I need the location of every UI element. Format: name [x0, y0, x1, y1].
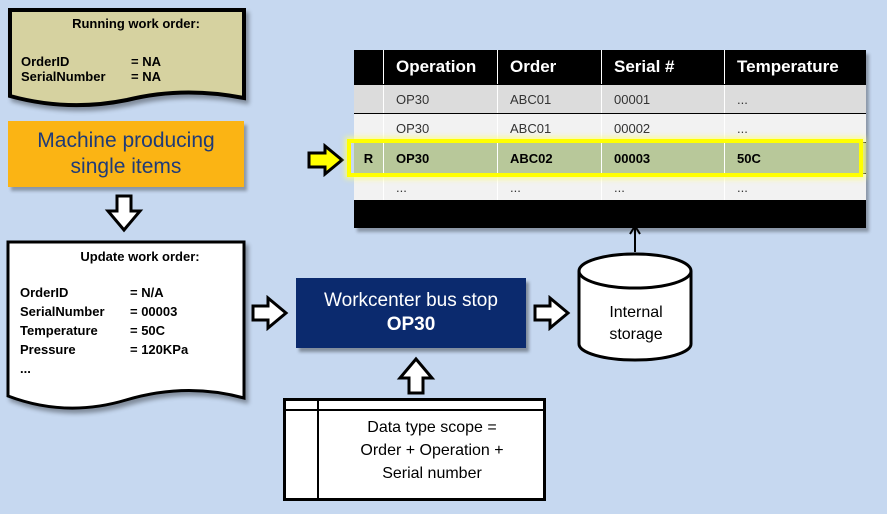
table-cell: 00003 [602, 143, 725, 173]
field-value: = 00003 [130, 304, 178, 319]
table-cell: ... [498, 174, 602, 200]
field-row: Temperature = 50C [20, 321, 188, 340]
bus-stop-line1: Workcenter bus stop [324, 290, 498, 311]
field-row: OrderID = NA [21, 52, 161, 71]
field-value: = 50C [130, 323, 166, 338]
bus-stop-line2: OP30 [386, 314, 436, 335]
storage-line1: Internal [609, 304, 663, 321]
table-row: OP30 ABC01 00002 ... [354, 114, 866, 142]
table-header-cell [354, 50, 384, 84]
right-arrow-icon [251, 295, 289, 331]
table-cell: ABC01 [498, 85, 602, 113]
field-value: = NA [131, 69, 161, 84]
table-row: OP30 ABC01 00001 ... [354, 85, 866, 113]
table-cell: 00001 [602, 85, 725, 113]
scope-line3: Serial number [382, 465, 482, 482]
storage-label: Internal storage [580, 302, 692, 346]
table-header-cell: Order [498, 50, 602, 84]
running-work-order-doc [8, 8, 246, 108]
table-row: ... ... ... ... [354, 174, 866, 200]
table-header-cell: Temperature [737, 57, 839, 76]
highlighted-row-frame [347, 139, 863, 177]
field-value: = N/A [130, 285, 164, 300]
doc-shape [8, 8, 246, 108]
table-cell: ... [602, 174, 725, 200]
internal-storage-cylinder [577, 226, 693, 362]
table-cell: ... [737, 91, 748, 107]
table-cell: OP30 [384, 114, 498, 142]
field-row: OrderID = N/A [20, 283, 188, 302]
doc-shape [6, 240, 246, 410]
machine-line1: Machine producing [37, 129, 215, 152]
field-key: Pressure [20, 342, 76, 357]
table-cell: ABC01 [498, 114, 602, 142]
field-row: ... [20, 359, 188, 378]
field-key: Temperature [20, 323, 98, 338]
workcenter-bus-stop: Workcenter bus stop OP30 [296, 278, 526, 348]
running-order-title: Running work order: [72, 16, 200, 31]
scope-line1: Data type scope = [367, 419, 497, 436]
scope-line2: Order + Operation + [360, 442, 504, 459]
table-cell [354, 174, 384, 200]
data-scope-box [283, 398, 546, 501]
table-cell [354, 85, 384, 113]
right-arrow-icon [533, 295, 571, 331]
field-key: ... [20, 361, 31, 376]
table-cell: R [354, 143, 384, 173]
table-cell: 00002 [602, 114, 725, 142]
field-key: SerialNumber [21, 69, 106, 84]
update-work-order-doc [6, 240, 246, 415]
machine-box: Machine producing single items [8, 121, 244, 187]
data-scope-text: Data type scope = Order + Operation + Se… [318, 416, 546, 485]
field-row: SerialNumber = 00003 [20, 302, 188, 321]
table-cell: 50C [737, 150, 761, 166]
table-header-row: Operation Order Serial # Temperature [354, 50, 866, 84]
field-key: SerialNumber [20, 304, 105, 319]
down-arrow-icon [104, 194, 144, 233]
update-order-title: Update work order: [80, 249, 200, 264]
pointer-arrow-icon [307, 143, 345, 177]
table-row-selected: R OP30 ABC02 00003 50C [354, 143, 866, 173]
update-order-fields: OrderID = N/A SerialNumber = 00003 Tempera… [20, 283, 188, 378]
table-header-cell: Operation [384, 50, 498, 84]
field-row: Pressure = 120KPa [20, 340, 188, 359]
table-cell: ... [737, 179, 748, 195]
table-cell: ... [384, 174, 498, 200]
field-key: OrderID [21, 54, 70, 69]
table-cell: OP30 [384, 143, 498, 173]
storage-line2: storage [609, 326, 663, 343]
up-arrow-icon [396, 356, 436, 395]
field-row: SerialNumber = NA [21, 67, 161, 86]
running-order-fields: OrderID = NA SerialNumber = NA [21, 52, 161, 86]
field-value: = NA [131, 54, 161, 69]
field-key: OrderID [20, 285, 69, 300]
machine-line2: single items [70, 155, 182, 178]
field-value: = 120KPa [130, 342, 189, 357]
table-cell: ... [737, 120, 748, 136]
table-cell: ABC02 [498, 143, 602, 173]
table-cell: OP30 [384, 85, 498, 113]
table-header-cell: Serial # [602, 50, 725, 84]
table-cell [354, 114, 384, 142]
